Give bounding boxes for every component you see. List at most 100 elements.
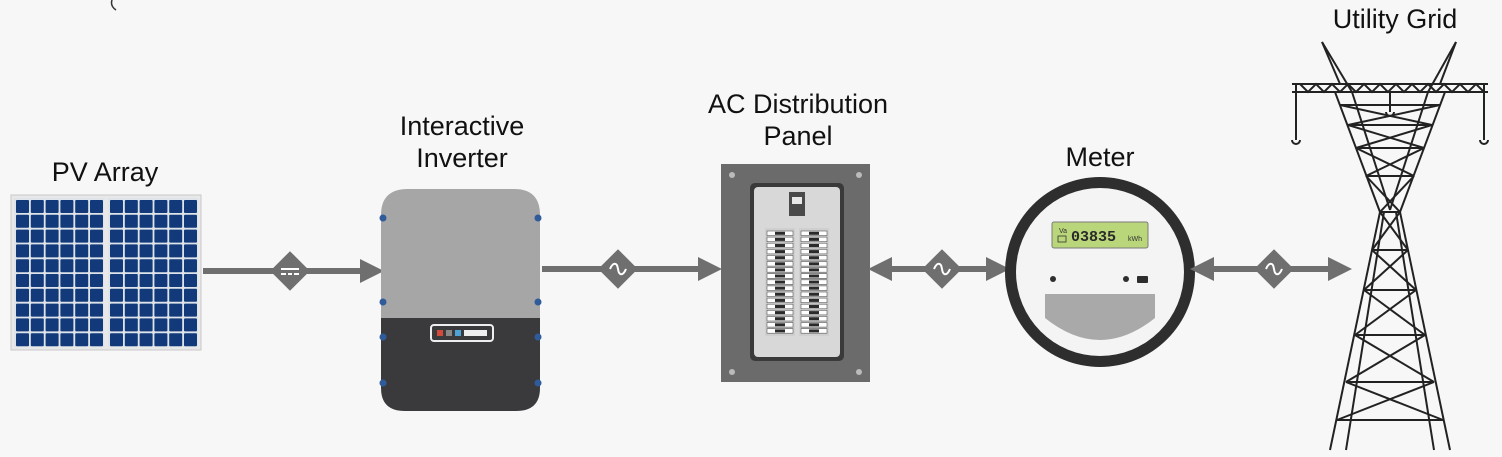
solar-cell [30,288,44,302]
solar-cell [139,333,153,347]
solar-cell [16,214,29,228]
breaker-switch [775,323,785,327]
solar-cell [124,259,138,273]
solar-cell [75,244,89,258]
solar-cell [45,288,59,302]
dc-symbol [270,251,310,291]
breaker-switch [775,256,785,260]
solar-cell [184,303,197,317]
solar-cell [154,229,168,243]
solar-cell [60,288,74,302]
solar-cell [124,303,138,317]
solar-cell [124,229,138,243]
breaker-switch [775,292,785,296]
solar-cell [75,303,89,317]
breaker-switch [809,274,819,278]
solar-cell [16,244,29,258]
solar-cell [75,274,89,287]
solar-cell [110,333,123,347]
solar-cell [169,318,183,332]
solar-cell [90,333,103,347]
breaker-switch [809,237,819,241]
solar-cell [139,229,153,243]
solar-cell [169,303,183,317]
solar-cell [110,288,123,302]
solar-cell [184,229,197,243]
ac-connection-arrow-3 [1190,249,1352,289]
solar-cell [124,288,138,302]
breaker-switch [775,286,785,290]
solar-cell [90,244,103,258]
breaker-switch [775,317,785,321]
solar-cell [110,318,123,332]
breaker-switch [775,237,785,241]
solar-cell [45,274,59,287]
solar-cell [169,229,183,243]
solar-cell [30,318,44,332]
utility-grid-label: Utility Grid [1332,4,1458,34]
circuit-breakers [766,230,828,334]
ac-symbol [922,249,962,289]
solar-cell [60,229,74,243]
solar-panel-left [16,200,103,347]
solar-cell [124,200,138,213]
solar-cell [90,229,103,243]
solar-cell [45,333,59,347]
solar-cell [16,288,29,302]
meter-icon: Va 03835 kWh [1005,177,1195,367]
solar-cell [154,259,168,273]
solar-cell [184,288,197,302]
solar-cell [184,318,197,332]
meter-label: Meter [1065,142,1135,172]
solar-cell [110,303,123,317]
solar-cell [154,214,168,228]
breaker-switch [809,262,819,266]
solar-cell [139,244,153,258]
solar-cell [169,200,183,213]
breaker-switch [809,244,819,247]
solar-cell [60,318,74,332]
solar-cell [110,214,123,228]
solar-cell [16,318,29,332]
solar-cell [169,288,183,302]
meter-phase-label: Va [1059,228,1067,235]
solar-cell [75,259,89,273]
solar-cell [139,303,153,317]
inverter-icon [379,189,542,411]
solar-cell [184,333,197,347]
breaker-switch [809,256,819,260]
solar-cell [110,229,123,243]
solar-cell [139,288,153,302]
solar-cell [184,214,197,228]
breaker-switch [775,280,785,284]
solar-cell [139,318,153,332]
breaker-switch [775,305,785,308]
breaker-switch [775,262,785,266]
solar-cell [75,200,89,213]
solar-cell [60,333,74,347]
breaker-switch [809,329,819,333]
solar-cell [30,259,44,273]
solar-cell [169,214,183,228]
ac-connection-arrow-1 [542,249,722,289]
breaker-switch [775,231,785,235]
ac-panel-label: AC Distribution Panel [707,89,889,151]
meter-unit: kWh [1128,236,1142,243]
solar-cell [16,303,29,317]
solar-cell [90,274,103,287]
solar-cell [124,274,138,287]
breaker-switch [809,280,819,284]
solar-cell [154,318,168,332]
solar-cell [30,244,44,258]
solar-cell [124,214,138,228]
dc-connection-arrow [203,251,384,291]
pv-array [10,194,202,351]
solar-cell [75,318,89,332]
solar-cell [184,200,197,213]
ac-symbol [1254,249,1294,289]
stray-mark [110,0,117,11]
ac-distribution-panel-icon [721,164,870,382]
solar-cell [169,244,183,258]
solar-cell [45,318,59,332]
solar-cell [169,274,183,287]
